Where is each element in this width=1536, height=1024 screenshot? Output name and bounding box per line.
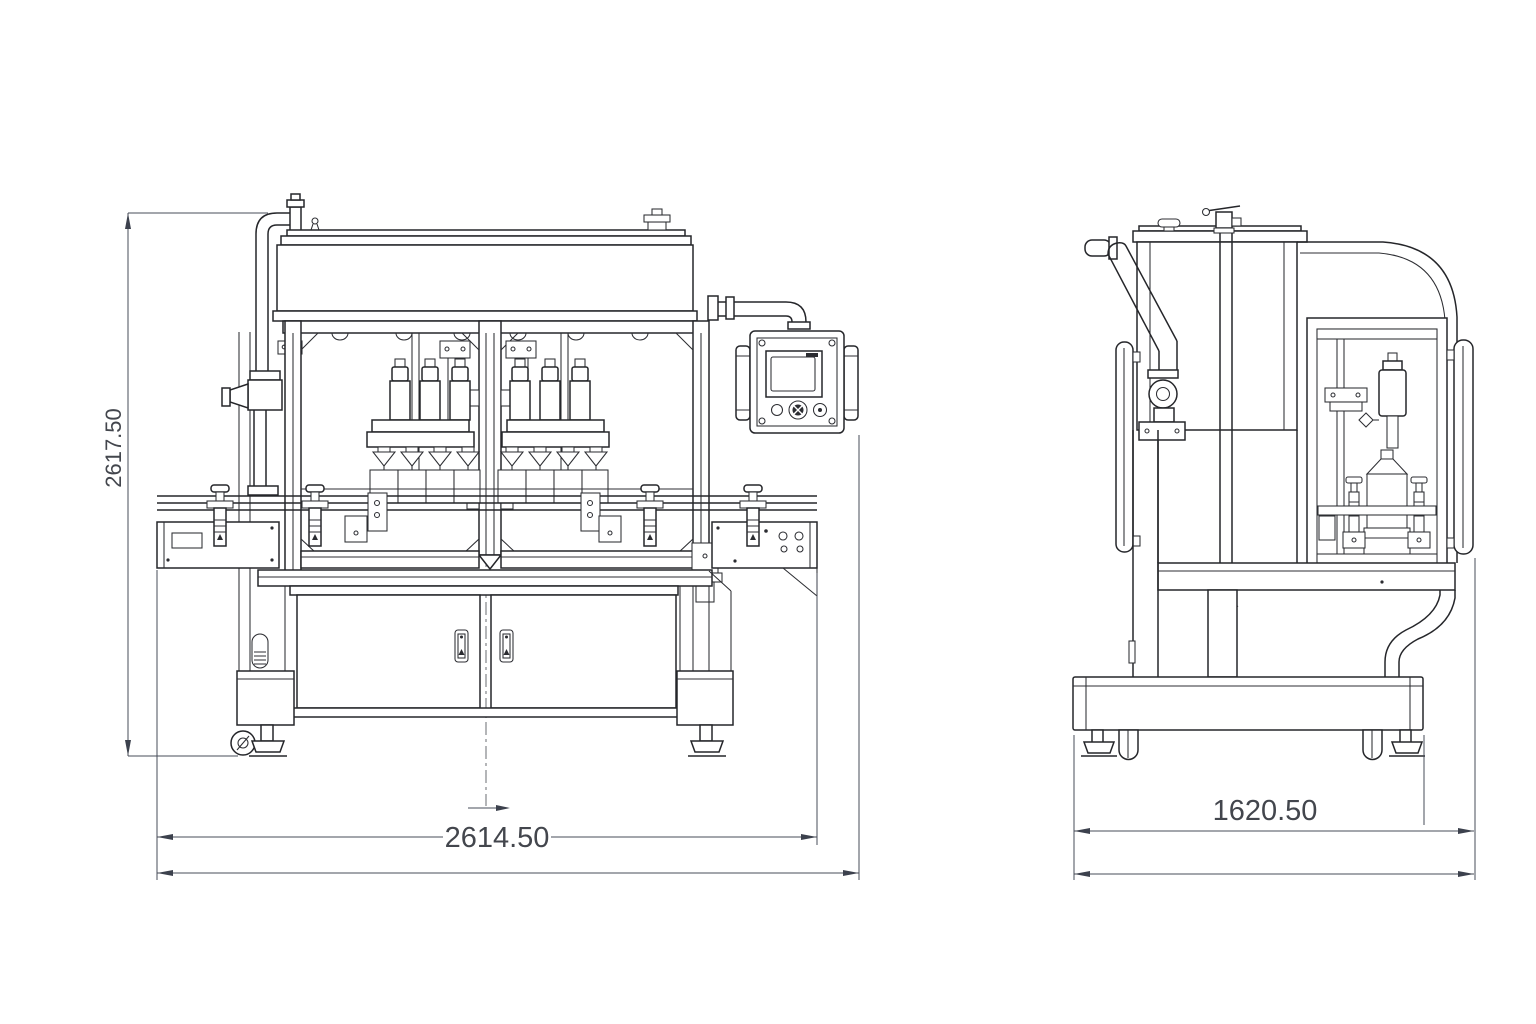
- grip-handle: [251, 633, 269, 669]
- tank-valve: [643, 208, 671, 231]
- guide-rail-knobs: [206, 484, 767, 547]
- hmi-button-left[interactable]: [770, 403, 784, 417]
- tank-cap: [1157, 218, 1181, 232]
- conveyor: [156, 484, 818, 603]
- machine-feet: [230, 670, 734, 757]
- emergency-stop-button[interactable]: [788, 400, 808, 420]
- hmi-screen[interactable]: [765, 350, 823, 398]
- hood-interior-mechanism: [1316, 328, 1438, 567]
- base-plinth: [1072, 676, 1424, 731]
- width-dimension: 2614.50: [156, 435, 860, 880]
- hmi-panel: [707, 295, 859, 434]
- width-dimension-label: 2614.50: [445, 822, 550, 854]
- caster-wheel: [230, 730, 256, 756]
- side-view: 1620.50: [1072, 205, 1476, 880]
- nozzles-and-bottles: [497, 451, 609, 504]
- vent-pin: [311, 217, 319, 225]
- caster-right: [1362, 729, 1383, 761]
- side-filling-cylinder: [1358, 352, 1407, 449]
- leveling-foot-left: [249, 724, 287, 757]
- top-tank: [272, 208, 698, 322]
- filling-group-left: [366, 340, 481, 504]
- conveyor-panel-right: [711, 521, 818, 597]
- front-view: 2617.50: [101, 193, 860, 880]
- tank-faucet-valve: [1201, 205, 1242, 234]
- lower-cabinet: [289, 585, 679, 718]
- filling-cylinders: [509, 358, 591, 421]
- machine-bed: [1128, 430, 1456, 678]
- hmi-button-right[interactable]: [812, 402, 828, 418]
- depth-dimension: 1620.50: [1073, 558, 1476, 880]
- manifold-bar: [371, 419, 470, 433]
- height-dimension: 2617.50: [101, 212, 268, 757]
- caster-left: [1118, 729, 1139, 761]
- leveling-foot-right: [688, 724, 726, 757]
- reducer-cone: [229, 382, 249, 410]
- filling-cylinders: [389, 358, 471, 421]
- pipe-flange: [1148, 379, 1178, 409]
- leveling-foot-right: [1389, 729, 1425, 757]
- cabinet-door-right: [490, 594, 677, 709]
- side-diagonal-pipe: [1084, 236, 1186, 441]
- height-dimension-label: 2617.50: [101, 408, 126, 488]
- cabinet-door-left: [296, 594, 481, 709]
- door-handle-right: [499, 629, 514, 663]
- door-handle-left: [454, 629, 469, 663]
- side-feet: [1081, 729, 1425, 761]
- manifold-bar: [506, 419, 605, 433]
- hmi-conduit-pipe: [707, 295, 811, 330]
- leveling-foot-left: [1081, 729, 1117, 757]
- depth-dimension-label: 1620.50: [1213, 795, 1318, 827]
- filling-group-right: [497, 340, 610, 504]
- guide-rail-left-end: [1115, 341, 1141, 553]
- guide-rail-right-end: [1446, 339, 1474, 555]
- left-supply-pipe: [221, 193, 321, 496]
- side-bottle: [1365, 449, 1409, 531]
